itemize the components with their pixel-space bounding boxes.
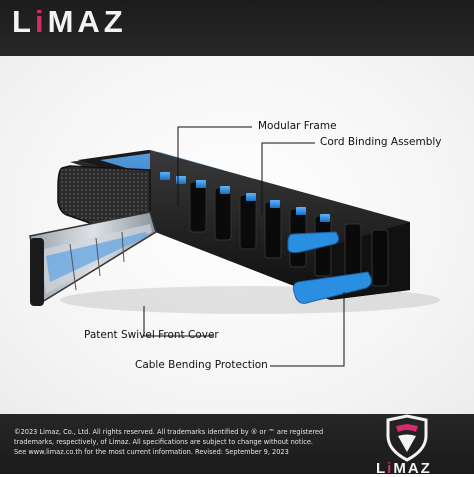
header-bar: LiMAZ <box>0 0 474 56</box>
callout-cord-binding-assembly: Cord Binding Assembly <box>320 136 442 148</box>
callout-modular-frame: Modular Frame <box>258 120 337 132</box>
cord-binding-fingers <box>189 181 389 287</box>
footer-bar: ©2023 Limaz, Co., Ltd. All rights reserv… <box>0 414 474 474</box>
callout-cable-bending-protection: Cable Bending Protection <box>135 359 268 371</box>
shield-icon <box>386 414 428 462</box>
callout-patent-swivel-front-cover: Patent Swivel Front Cover <box>84 329 219 341</box>
footer-brand-logo: LiMAZ <box>376 460 432 477</box>
legal-line: trademarks, respectively, of Limaz. All … <box>14 438 314 446</box>
legal-line: ©2023 Limaz, Co., Ltd. All rights reserv… <box>14 428 324 436</box>
swivel-front-cover <box>29 211 157 306</box>
legal-notice: ©2023 Limaz, Co., Ltd. All rights reserv… <box>14 427 324 457</box>
cable-bending-clips <box>287 231 372 304</box>
brand-logo: LiMAZ <box>12 4 127 39</box>
legal-line: See www.limaz.co.th for the most current… <box>14 448 289 456</box>
callout-lines <box>143 126 345 367</box>
